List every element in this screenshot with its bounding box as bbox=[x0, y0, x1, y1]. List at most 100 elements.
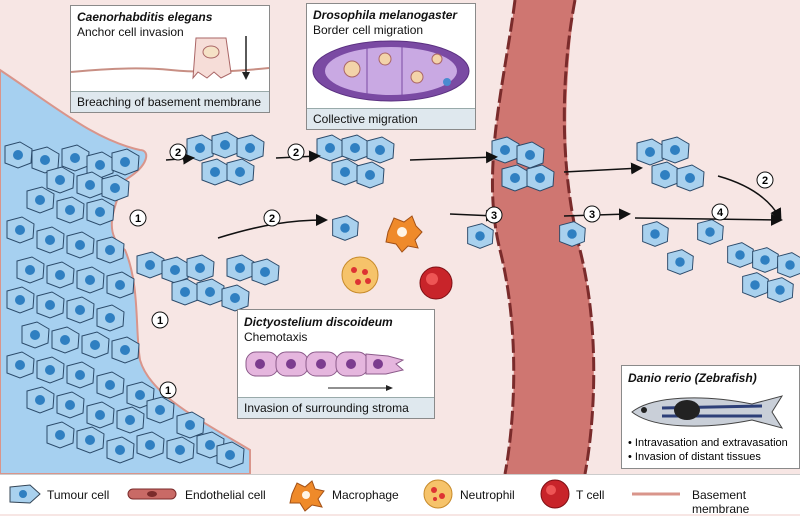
tumour-cell bbox=[161, 256, 190, 284]
vessel-wall-right bbox=[562, 0, 596, 475]
tumour-cell bbox=[777, 252, 800, 278]
drosophila-box: Drosophila melanogaster Border cell migr… bbox=[306, 3, 476, 130]
macrophage bbox=[385, 215, 423, 253]
tumour-cell bbox=[76, 266, 105, 294]
tumour-cell bbox=[752, 247, 779, 273]
dicty-subtitle: Chemotaxis bbox=[244, 330, 308, 344]
tumour-cell bbox=[6, 216, 35, 244]
tumour-cell bbox=[136, 431, 165, 459]
step-marker: 4 bbox=[711, 203, 729, 221]
legend-macrophage-swatch bbox=[289, 480, 325, 512]
tumour-cell bbox=[96, 304, 125, 332]
danio-bullets: • Intravasation and extravasation • Inva… bbox=[628, 436, 788, 464]
legend: Tumour cell Endothelial cell Macrophage … bbox=[0, 474, 800, 516]
tumour-cell-layer bbox=[4, 131, 800, 469]
legend-basement-label: Basement membrane bbox=[692, 488, 750, 516]
step-marker: 3 bbox=[485, 206, 503, 224]
step-label: 3 bbox=[589, 209, 595, 221]
drosophila-subtitle: Border cell migration bbox=[313, 23, 424, 37]
step-label: 4 bbox=[717, 207, 724, 219]
celegans-box: Caenorhabditis elegans Anchor cell invas… bbox=[70, 5, 270, 113]
tumour-cell bbox=[186, 254, 215, 282]
drosophila-species: Drosophila melanogaster bbox=[313, 8, 458, 22]
tumour-cell bbox=[4, 141, 33, 169]
zebrafish-illustration bbox=[631, 395, 784, 429]
tumour-cell bbox=[96, 236, 125, 264]
tumour-cell bbox=[111, 148, 140, 176]
tumour-cell bbox=[171, 278, 200, 306]
tumour-cell bbox=[81, 331, 110, 359]
tumour-cell bbox=[36, 291, 65, 319]
tumour-cell bbox=[56, 196, 85, 224]
tumour-cell bbox=[26, 186, 55, 214]
tumour-cell bbox=[186, 134, 215, 162]
tumour-cell bbox=[667, 249, 694, 275]
tumour-cell bbox=[36, 226, 65, 254]
tumour-cell bbox=[111, 336, 140, 364]
tumour-cell bbox=[146, 396, 175, 424]
tumour-cell bbox=[176, 411, 205, 439]
tumour-cell bbox=[16, 256, 45, 284]
legend-macrophage-label: Macrophage bbox=[332, 488, 399, 502]
step-marker: 2 bbox=[287, 143, 305, 161]
tumour-cell bbox=[46, 421, 75, 449]
tumour-cell bbox=[36, 356, 65, 384]
tumour-cell bbox=[116, 406, 145, 434]
tumour-cell bbox=[341, 134, 370, 162]
step-label: 3 bbox=[491, 210, 497, 222]
tumour-cell bbox=[96, 371, 125, 399]
tumour-cell bbox=[216, 441, 245, 469]
tumour-cell bbox=[727, 242, 754, 268]
step-label: 1 bbox=[165, 385, 171, 397]
tumour-cell bbox=[136, 251, 165, 279]
danio-bullet-1: • Intravasation and extravasation bbox=[628, 437, 788, 449]
dicty-footer: Invasion of surrounding stroma bbox=[238, 397, 434, 418]
tumour-cell bbox=[51, 326, 80, 354]
blood-vessel bbox=[492, 0, 594, 474]
egg-chamber-illustration bbox=[312, 40, 470, 102]
tumour-cell bbox=[196, 278, 225, 306]
drosophila-footer: Collective migration bbox=[307, 108, 475, 129]
tumour-cell bbox=[251, 258, 280, 286]
tumour-cell bbox=[46, 261, 75, 289]
step-marker: 2 bbox=[263, 209, 281, 227]
neutrophil bbox=[341, 256, 379, 294]
tumour-cell bbox=[221, 284, 250, 312]
tumour-cell bbox=[676, 164, 705, 192]
tumour-cell bbox=[767, 277, 794, 303]
chemotaxis-illustration bbox=[245, 351, 405, 391]
tumour-cell bbox=[46, 166, 75, 194]
tumour-cell bbox=[636, 138, 665, 166]
t-cell bbox=[419, 266, 453, 300]
tumour-cell bbox=[331, 158, 360, 186]
tumour-cell bbox=[26, 386, 55, 414]
tumour-cell bbox=[516, 141, 545, 169]
legend-endothelial-label: Endothelial cell bbox=[185, 488, 266, 502]
tumour-cell bbox=[226, 158, 255, 186]
tumour-cell bbox=[316, 134, 345, 162]
celegans-subtitle: Anchor cell invasion bbox=[77, 25, 184, 39]
step-label: 1 bbox=[135, 213, 141, 225]
step-marker: 2 bbox=[169, 143, 187, 161]
tumour-cell bbox=[642, 221, 669, 247]
tumour-cell bbox=[66, 296, 95, 324]
tumour-cell bbox=[356, 161, 385, 189]
tumour-cell bbox=[366, 136, 395, 164]
tumour-cell bbox=[61, 144, 90, 172]
step-marker: 1 bbox=[151, 311, 169, 329]
step-marker: 3 bbox=[583, 205, 601, 223]
tumour-cell bbox=[101, 174, 130, 202]
step-label: 2 bbox=[269, 213, 275, 225]
tumour-cell bbox=[661, 136, 690, 164]
legend-neutrophil-label: Neutrophil bbox=[460, 488, 515, 502]
tumour-cell bbox=[742, 272, 769, 298]
tumour-cell bbox=[66, 361, 95, 389]
vessel-wall-left bbox=[491, 0, 517, 475]
step-label: 1 bbox=[157, 315, 163, 327]
celegans-species: Caenorhabditis elegans bbox=[77, 10, 213, 24]
legend-tumour-swatch bbox=[9, 484, 41, 504]
legend-tcell-swatch bbox=[540, 479, 570, 509]
tumour-cell bbox=[86, 151, 115, 179]
